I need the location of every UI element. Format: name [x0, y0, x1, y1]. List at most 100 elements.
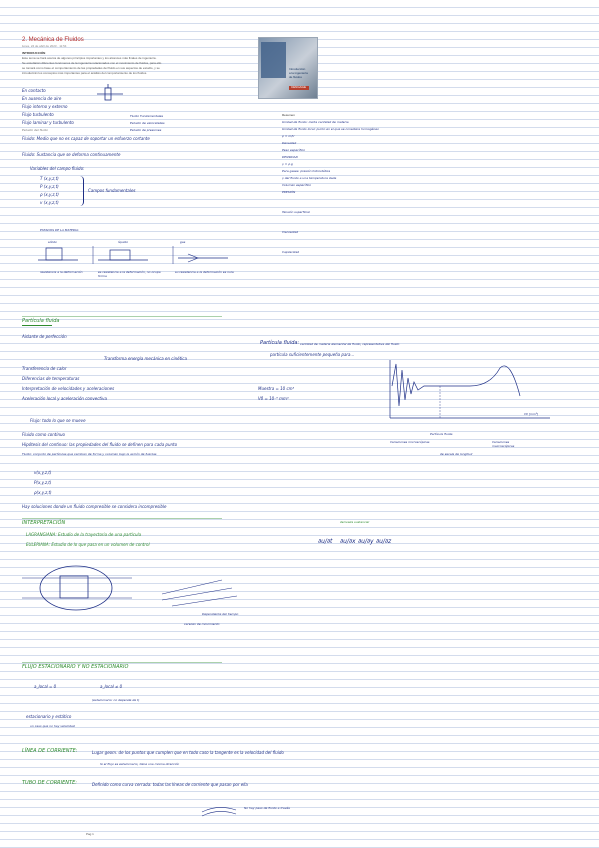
book-cover-image: Introducción a la ingeniería de fluidos … — [258, 37, 318, 99]
note-turbulent: Flujo turbulento — [22, 112, 54, 117]
graph-label-1: Partícula fluida — [430, 432, 453, 436]
flow-line-1: a_local = 0 — [34, 684, 57, 689]
particle-vol: Vδ = 10⁻⁹ mm³ — [258, 396, 289, 401]
graph-label-2: Variaciones microscópicas — [390, 440, 430, 444]
graph-label-3: Variaciones macroscópicas — [492, 440, 515, 448]
eq-label: derivada sustancial — [340, 520, 370, 524]
summary-heading: Resumen — [282, 113, 295, 117]
page-number: Pag 1 — [86, 832, 94, 836]
state-gas: gas — [180, 240, 186, 244]
caption-liquid: es resistencia a la deformación, no ocup… — [98, 270, 161, 278]
var-v: v (x,y,z,t) — [40, 200, 59, 205]
particle-quote: Transforma energía mecánica en cinética — [104, 356, 187, 361]
caption-gas: su resistencia a la deformación es nula — [175, 270, 234, 274]
summary-line-5: Peso específico — [282, 148, 306, 152]
cover-publisher-band — [289, 86, 309, 90]
summary-line-10: Volumen específico — [282, 183, 312, 187]
particle-section-title: Partícula fluida — [22, 318, 60, 324]
cover-graphic — [261, 42, 286, 78]
hyp-conclusion: Hay soluciones donde un fluido compresib… — [22, 504, 167, 509]
side-label-2: Estudio de velocidades — [130, 121, 165, 125]
note-contact: En contacto — [22, 88, 46, 93]
hyp-desc-2: Fluido: conjunto de partículas que cambi… — [22, 452, 157, 456]
states-heading: ESTADOS DE LA MATERIA: — [40, 228, 80, 232]
footer-note: No hay paso de fluido a través — [244, 806, 290, 810]
summary-line-13: Viscosidad — [282, 230, 298, 234]
note-no-air: En ausencia de aire — [22, 96, 62, 101]
flow-line-2: a_local ≠ 0 — [100, 684, 123, 689]
cover-title-2: a la ingeniería — [289, 71, 308, 75]
particle-graph — [389, 360, 550, 419]
cover-title-3: de fluidos — [289, 75, 302, 79]
states-sketch — [38, 246, 228, 264]
caption-solid: resistencia a la deformación — [40, 270, 83, 274]
particle-item-3: Interpretación de velocidades y acelerac… — [22, 386, 115, 391]
streamline-body: Lugar geom. de los puntos que cumplen qu… — [92, 750, 284, 755]
graph-x-label: Vδ [mm³] — [524, 412, 539, 416]
particle-sample: Muestra = 10 cm³ — [258, 386, 295, 391]
green-underline — [22, 325, 52, 326]
summary-line-1: Unidad de fluido: cierta cantidad de mat… — [282, 120, 349, 124]
var-rho: ρ (x,y,z,t) — [40, 192, 59, 197]
particle-def-body: cantidad de materia elemental de fluido,… — [300, 342, 400, 346]
side-label-3: Estudio de presiones — [130, 128, 162, 132]
particle-item-2: Diferencias de temperaturas — [22, 376, 80, 381]
side-label-1: Fluido Fundamentales — [130, 114, 164, 118]
var-P: P (x,y,z,t) — [40, 184, 59, 189]
tube-title: TUBO DE CORRIENTE: — [22, 780, 77, 786]
pipe-sketch-icon — [97, 84, 123, 101]
hyp-title: Fluido como continuo — [22, 432, 65, 437]
flow-title: FLUJO ESTACIONARIO Y NO ESTACIONARIO — [22, 664, 129, 670]
variables-label: Campos fundamentales — [88, 188, 136, 193]
summary-line-11: PRESIÓN — [282, 190, 296, 194]
flow-line-3: (estacionario: no depende de t) — [92, 698, 140, 702]
brace-icon — [80, 176, 84, 206]
summary-line-9: γ del fluido a una temperatura dada — [282, 176, 337, 180]
particle-def-title: Partícula fluida: — [260, 340, 300, 346]
flow-note: estacionario y estático — [26, 714, 72, 719]
eq-part-2: ∂u/∂x — [340, 538, 356, 545]
graph-label-4: de escala de longitud — [440, 452, 473, 456]
summary-line-4: Densidad — [282, 141, 297, 145]
hyp-var-3: ρ(x,y,z,t) — [34, 490, 52, 495]
cover-title-1: Introducción — [289, 67, 306, 71]
intro-line-1: Este tema se hará acerca de algunos prin… — [22, 56, 157, 60]
page-meta: lunes, 24 de abril de 2023 · 11:54 — [22, 44, 67, 48]
control-volume-sketch — [22, 565, 238, 611]
flow-note-2: un caso que no hay velocidad — [30, 724, 75, 728]
particle-note: Flujo: todo lo que se mueve — [30, 418, 86, 423]
streamline-note: Si el flujo es estacionario, tiene una m… — [100, 762, 180, 766]
particle-def-2: partícula suficientemente pequeña para..… — [270, 352, 355, 357]
summary-line-2: Unidad de fluido local: punto en el que … — [282, 127, 379, 131]
note-study: Estudio del fluido — [22, 128, 49, 132]
interp-item-2: EULERIANA: Estudio de lo que pasa en un … — [26, 542, 150, 547]
note-internal-flow: Flujo interno y externo — [22, 104, 68, 109]
note-laminar: Flujo laminar y turbulento — [22, 120, 74, 125]
summary-line-3: ρ = m/V — [282, 134, 295, 138]
interp-small-2: carecen de movimiento — [184, 622, 220, 626]
state-solid: sólido — [48, 240, 57, 244]
eq-part-4: ∂u/∂z — [376, 538, 392, 545]
tube-body: Definido como curva cerrada: todas las l… — [92, 782, 248, 787]
streamtube-icon — [201, 807, 237, 817]
particle-sub: Aislante de perfección — [22, 334, 67, 339]
eq-part-3: ∂u/∂y — [358, 538, 374, 545]
summary-line-14: Capilaridad — [282, 250, 300, 254]
intro-line-3: se tomará como base el comportamiento de… — [22, 66, 160, 70]
interp-small-1: Dependiente del tiempo — [202, 612, 239, 616]
hyp-var-1: v(x,y,z,t) — [34, 470, 52, 475]
summary-line-7: γ = ρ·g — [282, 162, 293, 166]
intro-line-2: Se estudiarán diferentes fenómenos de la… — [22, 61, 162, 65]
interp-title: INTERPRETACIÓN — [22, 520, 66, 526]
separator-1 — [22, 316, 222, 317]
note-fluid-def-2: Fluido: Sustancia que se deforma continu… — [22, 152, 121, 157]
streamline-title: LÍNEA DE CORRIENTE: — [22, 748, 78, 754]
interp-item-1: LAGRANGIANA: Estudio de la trayectoria d… — [26, 532, 142, 537]
separator-3 — [22, 662, 222, 663]
summary-line-6: DENSIDAD — [282, 155, 298, 159]
state-liquid: líquido — [118, 240, 129, 244]
intro-line-4: introducirán los conceptos más important… — [22, 71, 148, 75]
summary-line-8: Para gases: presión hidrostática — [282, 169, 331, 173]
page-title: 2. Mecánica de Fluidos — [22, 37, 84, 43]
